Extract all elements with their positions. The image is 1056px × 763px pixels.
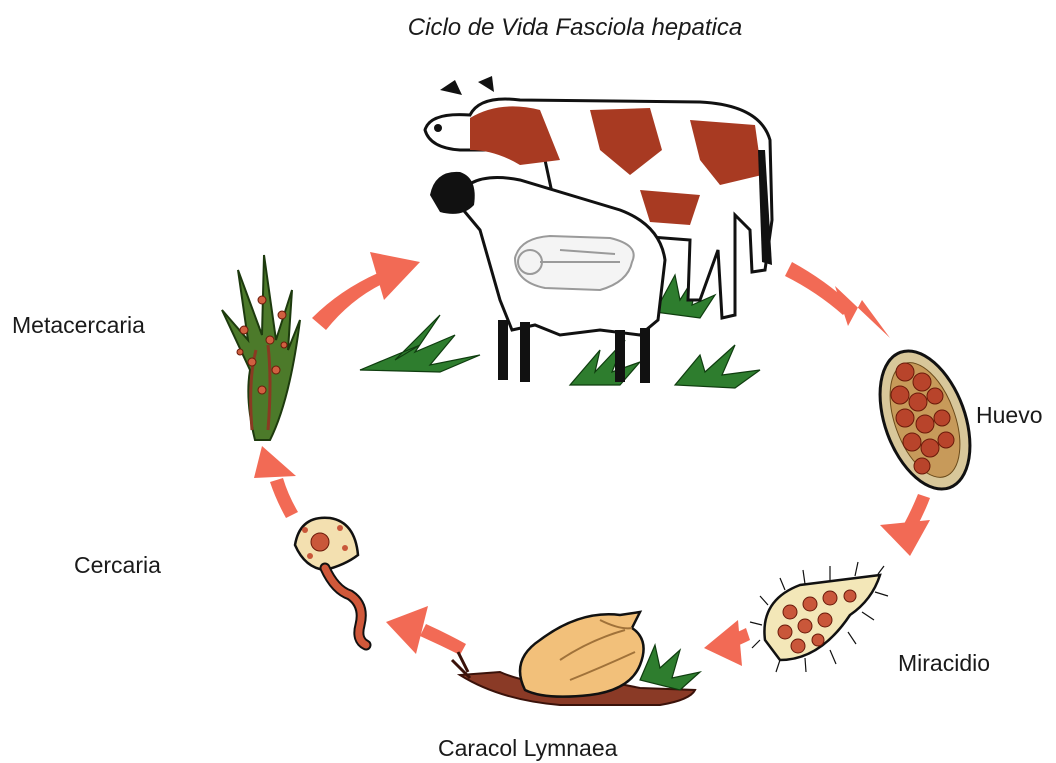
egg-icon [863, 339, 987, 502]
snail-icon [452, 612, 700, 705]
arrow-metacercaria-to-host [312, 252, 420, 330]
cercaria-icon [295, 518, 366, 645]
label-metacercaria: Metacercaria [12, 312, 145, 339]
arrow-egg-to-miracidium [880, 494, 930, 556]
label-miracidio: Miracidio [898, 650, 990, 677]
miracidium-icon [750, 562, 888, 672]
label-caracol: Caracol Lymnaea [438, 735, 617, 762]
label-huevo: Huevo [976, 402, 1042, 429]
arrow-miracidium-to-snail [704, 620, 750, 666]
metacercaria-plant-icon [222, 255, 300, 440]
label-cercaria: Cercaria [74, 552, 161, 579]
arrow-cercaria-to-metacercaria [254, 446, 298, 518]
arrow-snail-to-cercaria [386, 606, 466, 655]
fluke-icon [515, 236, 634, 290]
arrow-host-to-egg [785, 262, 890, 338]
